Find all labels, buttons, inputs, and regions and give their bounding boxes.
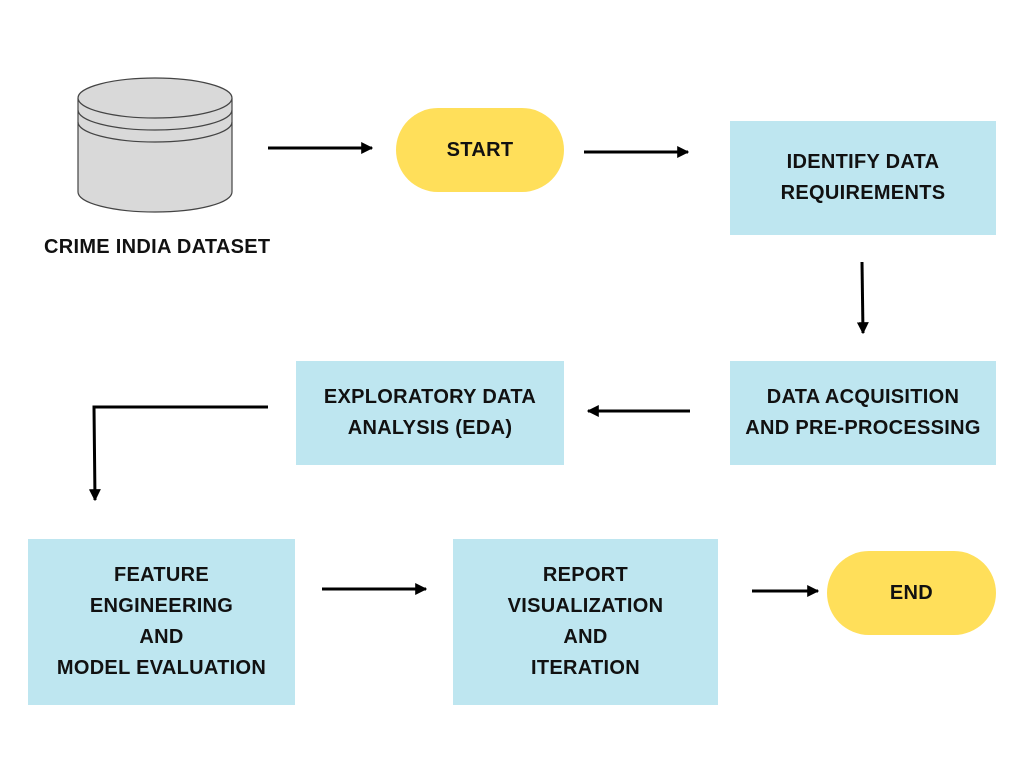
- data-acquisition-box: DATA ACQUISITION AND PRE-PROCESSING: [730, 361, 996, 465]
- acquisition-line-2: AND PRE-PROCESSING: [745, 417, 981, 439]
- eda-line-1: EXPLORATORY DATA: [323, 386, 537, 408]
- report-visualization-box: REPORT VISUALIZATION AND ITERATION: [453, 539, 718, 705]
- arrow-eda-to-feature: [88, 405, 268, 502]
- start-label: START: [446, 138, 514, 161]
- feature-line-2: ENGINEERING: [89, 595, 234, 617]
- identify-line-1: IDENTIFY DATA: [786, 151, 940, 173]
- eda-box: EXPLORATORY DATA ANALYSIS (EDA): [296, 361, 564, 465]
- report-line-1: REPORT: [542, 564, 629, 586]
- feature-line-1: FEATURE: [113, 564, 210, 586]
- eda-line-2: ANALYSIS (EDA): [347, 417, 513, 439]
- start-node: START: [396, 108, 564, 192]
- identify-line-2: REQUIREMENTS: [780, 182, 946, 204]
- feature-line-3: AND: [139, 626, 184, 648]
- database-icon: [77, 77, 233, 213]
- report-line-2: VISUALIZATION: [507, 595, 664, 617]
- dataset-label: CRIME INDIA DATASET: [44, 236, 271, 258]
- report-line-4: ITERATION: [531, 657, 640, 679]
- identify-data-requirements-box: IDENTIFY DATA REQUIREMENTS: [730, 121, 996, 235]
- report-line-3: AND: [563, 626, 608, 648]
- end-node: END: [827, 551, 996, 635]
- end-label: END: [889, 581, 934, 604]
- feature-engineering-box: FEATURE ENGINEERING AND MODEL EVALUATION: [28, 539, 295, 705]
- feature-line-4: MODEL EVALUATION: [56, 657, 267, 679]
- arrow-identify-to-acquisition: [856, 261, 869, 335]
- acquisition-line-1: DATA ACQUISITION: [766, 386, 960, 408]
